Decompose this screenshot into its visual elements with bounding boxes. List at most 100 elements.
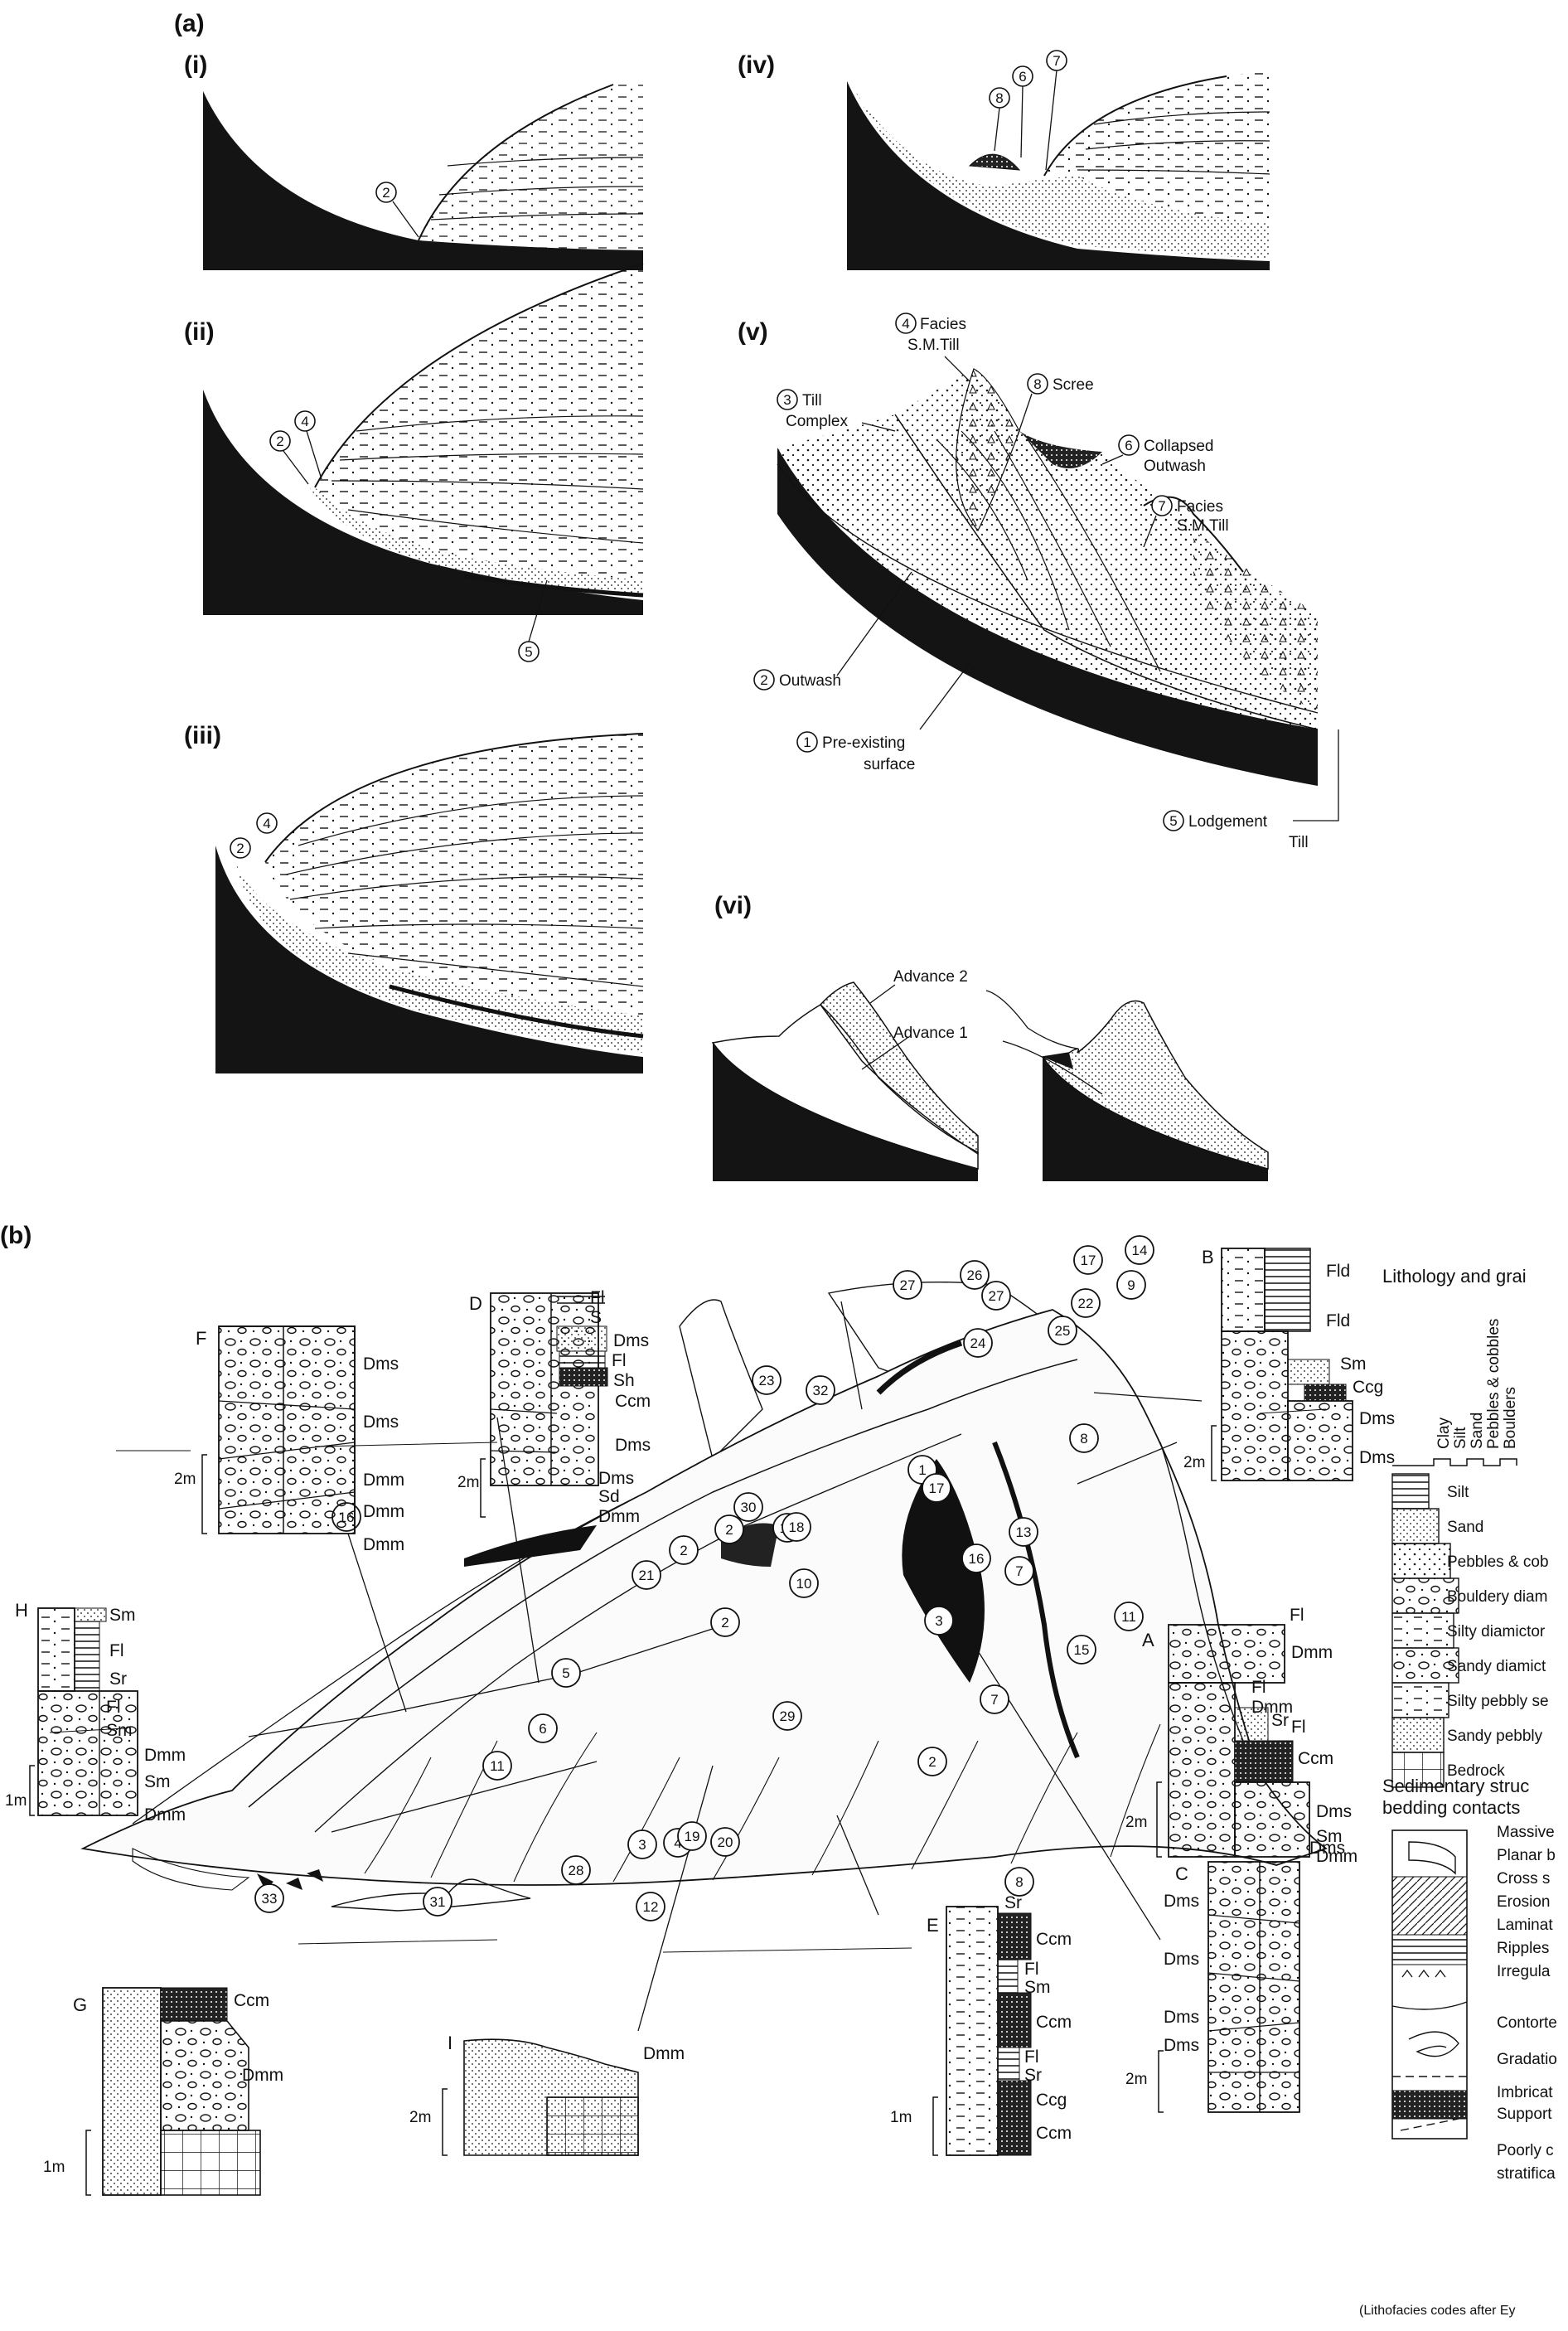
site-number: 13: [1016, 1524, 1032, 1540]
log-letter: E: [927, 1915, 939, 1936]
svg-text:8: 8: [995, 90, 1003, 106]
svg-text:Sm: Sm: [1316, 1827, 1343, 1846]
svg-text:Dmm: Dmm: [242, 2066, 283, 2085]
site-number: 22: [1078, 1296, 1094, 1311]
site-number-circle: [1114, 1602, 1144, 1631]
log-letter: F: [196, 1328, 206, 1349]
panel-iii-label: (iii): [184, 722, 221, 749]
log-letter: H: [15, 1600, 28, 1621]
panel-i-label: (i): [184, 51, 207, 79]
svg-text:Pebbles & cobbles: Pebbles & cobbles: [1485, 1319, 1503, 1449]
panel-iv: (iv) 8 6 7: [738, 50, 1270, 270]
log-letter: B: [1202, 1247, 1214, 1267]
panel-iv-label: (iv): [738, 51, 775, 79]
site-number: 24: [970, 1335, 986, 1351]
svg-text:Dms: Dms: [1316, 1802, 1352, 1821]
svg-text:Dms: Dms: [615, 1436, 651, 1455]
log-H: H Sm Fl Sr Fl Sm Dmm Sm Dmm 1m: [5, 1600, 186, 1825]
svg-text:Clay: Clay: [1435, 1417, 1453, 1449]
bedrock: [215, 846, 643, 1073]
site-number-circle: [254, 1883, 284, 1913]
site-number-circle: [924, 1606, 954, 1636]
svg-text:8: 8: [1033, 376, 1041, 392]
svg-text:Dms: Dms: [1359, 1409, 1395, 1428]
svg-text:Dms: Dms: [613, 1331, 649, 1350]
log-letter: A: [1142, 1630, 1154, 1650]
svg-text:Sr: Sr: [1271, 1711, 1289, 1730]
svg-text:4: 4: [902, 316, 909, 332]
site-number: 18: [789, 1519, 805, 1535]
svg-text:2m: 2m: [174, 1471, 196, 1488]
log-G: G Ccm Dmm 1m: [43, 1987, 283, 2196]
svg-text:Ccg: Ccg: [1353, 1378, 1383, 1397]
log-letter: I: [448, 2033, 452, 2053]
svg-text:S: S: [590, 1308, 602, 1327]
bedrock: [777, 448, 1318, 786]
svg-text:Fl: Fl: [1024, 1960, 1039, 1979]
site-number: 5: [562, 1665, 569, 1681]
panel-ii-label: (ii): [184, 318, 215, 346]
site-number: 33: [262, 1891, 278, 1907]
site-number-circle: [789, 1568, 819, 1598]
label-complex: Complex: [786, 413, 848, 430]
site-number: 12: [643, 1899, 659, 1915]
label-advance-1: Advance 1: [893, 1025, 968, 1042]
svg-text:Dmm: Dmm: [1291, 1643, 1333, 1662]
svg-text:5: 5: [525, 644, 532, 660]
site-number: 1: [918, 1462, 926, 1478]
svg-text:2m: 2m: [1183, 1454, 1205, 1471]
svg-text:Ccm: Ccm: [1036, 1930, 1072, 1949]
site-number: 2: [721, 1615, 728, 1631]
svg-text:3: 3: [783, 392, 791, 408]
number-marker: 2: [375, 182, 397, 203]
legend-footnote: (Lithofacies codes after Ey: [1359, 2304, 1516, 2318]
svg-text:Dmm: Dmm: [643, 2044, 685, 2063]
site-number: 17: [929, 1480, 945, 1496]
site-number: 10: [796, 1576, 812, 1592]
legend-swatch: [1391, 1508, 1440, 1544]
part-b-label: (b): [0, 1222, 31, 1249]
label-till: Till: [802, 392, 822, 410]
site-number: 7: [990, 1692, 998, 1708]
ice-till: [1044, 71, 1270, 224]
label-advance-2: Advance 2: [893, 968, 968, 986]
svg-text:Fl: Fl: [1251, 1678, 1266, 1697]
site-number: 3: [935, 1613, 942, 1629]
site-number-circle: [636, 1892, 665, 1922]
svg-text:Sh: Sh: [613, 1371, 635, 1390]
site-number: 28: [569, 1863, 584, 1878]
site-number-circle: [714, 1514, 744, 1544]
log-E: E Sr Ccm Fl Sm Ccm Fl Sr Ccg Ccm 1m: [890, 1893, 1072, 2156]
site-number: 20: [718, 1834, 733, 1850]
legend-swatch: [1391, 1612, 1454, 1649]
label-scree: Scree: [1053, 376, 1094, 394]
site-number: 26: [967, 1267, 983, 1283]
site-number-circle: [1071, 1288, 1101, 1318]
bedrock: [847, 81, 1270, 270]
log-letter: G: [73, 1994, 87, 2015]
svg-text:1m: 1m: [43, 2159, 65, 2176]
structures-subtitle: bedding contacts: [1382, 1797, 1520, 1818]
site-number-circle: [733, 1492, 763, 1522]
legend-label: Silt: [1447, 1484, 1469, 1501]
svg-text:Sm: Sm: [1340, 1354, 1367, 1374]
legend-swatch: [1391, 1682, 1449, 1718]
site-number-circle: [1004, 1556, 1034, 1586]
structure-label: Massive: [1497, 1824, 1555, 1841]
site-number-circle: [1069, 1423, 1099, 1453]
legend-swatch: [1391, 1647, 1459, 1684]
svg-text:Dmm: Dmm: [363, 1471, 404, 1490]
legend-swatch: [1391, 1473, 1430, 1510]
site-number: 25: [1055, 1323, 1071, 1339]
svg-text:Dmm: Dmm: [144, 1746, 186, 1765]
svg-text:Ccm: Ccm: [615, 1392, 651, 1411]
svg-text:Sm: Sm: [106, 1721, 133, 1740]
svg-text:Dmm: Dmm: [363, 1535, 404, 1554]
svg-text:Fl: Fl: [1290, 1606, 1304, 1625]
site-number: 2: [680, 1543, 687, 1558]
site-number: 30: [741, 1500, 757, 1515]
legend-label: Silty pebbly se: [1447, 1693, 1549, 1710]
svg-text:Sm: Sm: [144, 1772, 171, 1791]
site-number: 15: [1074, 1642, 1090, 1658]
